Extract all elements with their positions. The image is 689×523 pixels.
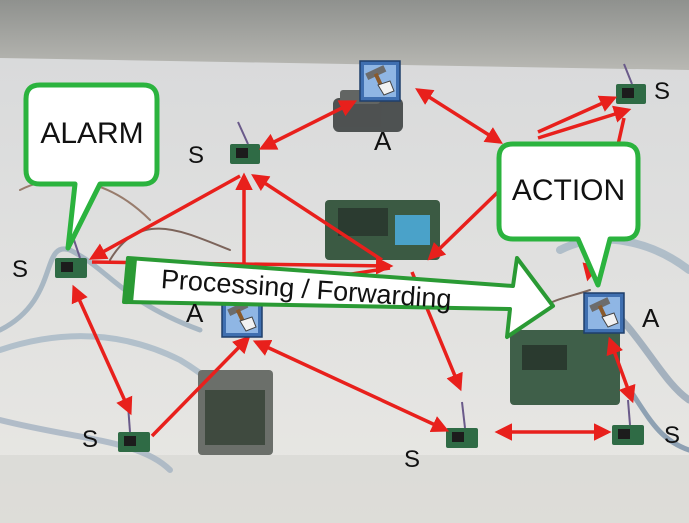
sensor-label: S: [404, 446, 421, 473]
background-wall: [0, 0, 689, 70]
link: [88, 174, 241, 260]
sensor-node: [616, 63, 646, 104]
hammer-hand-icon: [359, 60, 401, 102]
sensor-label: S: [188, 142, 205, 169]
link: [258, 100, 358, 150]
link: [251, 174, 383, 262]
actuator-label: A: [186, 298, 204, 328]
sensor-label: S: [12, 256, 29, 283]
link: [537, 105, 632, 140]
alarm-callout-bubble: [23, 82, 160, 251]
hardware-board-right: [510, 330, 620, 405]
sensor-node: [55, 239, 87, 278]
links: [71, 88, 636, 441]
sensor-node: [612, 399, 644, 445]
link: [427, 188, 502, 261]
link: [150, 335, 251, 438]
sensor-label: S: [664, 422, 681, 449]
sensor-label: S: [654, 78, 671, 105]
hammer-hand-icon: [583, 292, 625, 334]
sensor-node: [446, 401, 478, 448]
link: [252, 339, 450, 433]
alarm-callout-label: ALARM: [40, 117, 144, 150]
background-floor-shadow: [0, 455, 689, 523]
link: [71, 284, 133, 416]
link: [606, 336, 636, 404]
actuator-label: A: [374, 126, 392, 156]
action-callout-label: ACTION: [511, 174, 626, 207]
link: [537, 95, 618, 134]
processing-arrow: [122, 256, 555, 339]
sensor-label: S: [82, 426, 99, 453]
link: [415, 88, 503, 144]
hardware-stack-left: [198, 370, 273, 455]
hardware-board-center: [325, 200, 440, 260]
action-callout-bubble: [496, 141, 641, 288]
actuator-label: A: [642, 303, 660, 333]
processing-arrow-tail-band: [124, 258, 137, 303]
sensor-node: [230, 121, 260, 164]
